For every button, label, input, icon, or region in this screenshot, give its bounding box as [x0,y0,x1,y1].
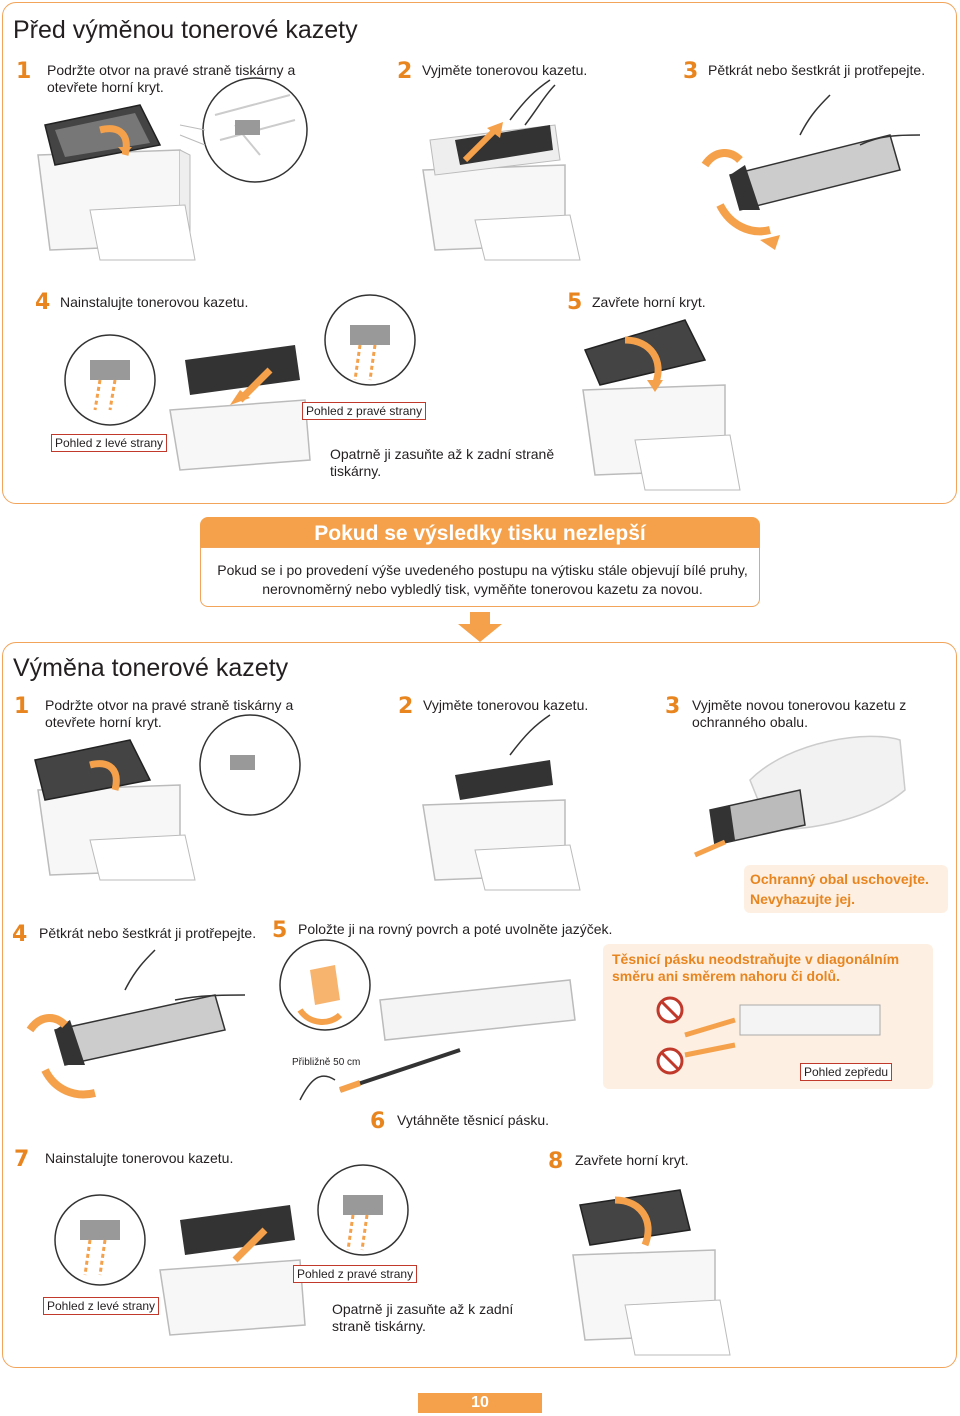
step-text: Vyjměte novou tonerovou kazetu z ochrann… [692,697,907,730]
step-number: 5 [272,918,288,943]
printer-open-cover-illustration [34,714,301,881]
step-number: 4 [12,922,28,947]
step-number: 1 [16,59,32,84]
section1-title: Před výměnou tonerové kazety [13,16,358,44]
install-cartridge-illustration [54,1164,409,1336]
prohibited-icon [656,996,684,1024]
page-number: 10 [418,1393,542,1413]
seal-warning: Těsnicí pásku neodstraňujte v diagonální… [612,951,900,984]
step-number: 3 [683,59,699,84]
printer-close-cover-illustration [572,1189,731,1356]
printer-close-cover-illustration [582,319,741,491]
prohibited-icon [656,1047,684,1075]
step-text: Vytáhněte těsnicí pásku. [397,1112,550,1128]
notice-banner: Pokud se výsledky tisku nezlepší [200,517,760,551]
section2-title: Výměna tonerové kazety [13,654,289,682]
step-number: 2 [398,694,414,719]
release-tab-illustration [279,939,576,1101]
step-number: 3 [665,694,681,719]
install-cartridge-illustration [64,294,416,471]
step-number: 6 [370,1109,386,1134]
seal-directions-illustration [684,1004,881,1058]
step-text: Zavřete horní kryt. [592,294,706,310]
notice-box [200,547,760,607]
step-number: 5 [567,290,583,315]
step-number: 2 [397,59,413,84]
step-text: Nainstalujte tonerovou kazetu. [60,294,249,310]
step-text: Podržte otvor na pravé straně tiskárny a… [47,62,296,95]
step-text: Vyjměte tonerovou kazetu. [422,62,588,78]
label-front-view: Pohled zepředu [800,1063,893,1081]
step-number: 4 [35,290,51,315]
label-left-view: Pohled z levé strany [43,1297,160,1315]
step-text: Nainstalujte tonerovou kazetu. [45,1150,234,1166]
step-text: Podržte otvor na pravé straně tiskárny a… [45,697,294,730]
notice-body: Pokud se i po provedení výše uvedeného p… [217,562,748,597]
step-text: Položte ji na rovný povrch a poté uvolně… [298,921,613,937]
down-arrow-icon [458,612,502,642]
step-text: Zavřete horní kryt. [575,1152,689,1168]
printer-remove-cartridge-illustration [422,79,581,261]
insert-note: Opatrně ji zasuňte až k zadní straně tis… [330,446,555,479]
cartridge-in-bag-illustration [694,735,906,858]
shake-cartridge-illustration [26,949,246,1099]
approx-label: Přibližně 50 cm [292,1057,361,1068]
step-number: 7 [14,1147,30,1172]
printer-open-cover-illustration [37,77,308,261]
step-number: 1 [14,694,30,719]
insert-note: Opatrně ji zasuňte až k zadní straně tis… [332,1301,514,1334]
keep-bag-note: Ochranný obal uschovejte. Nevyhazujte je… [744,865,948,913]
label-left-view: Pohled z levé strany [51,434,168,452]
step-text: Pětkrát nebo šestkrát ji protřepejte. [708,62,926,78]
printer-remove-cartridge-illustration [422,714,581,891]
label-right-view: Pohled z pravé strany [293,1265,418,1283]
step-text: Vyjměte tonerovou kazetu. [423,697,589,713]
step-text: Pětkrát nebo šestkrát ji protřepejte. [39,925,257,941]
label-right-view: Pohled z pravé strany [302,402,427,420]
shake-cartridge-illustration [701,94,921,250]
step-number: 8 [548,1149,564,1174]
